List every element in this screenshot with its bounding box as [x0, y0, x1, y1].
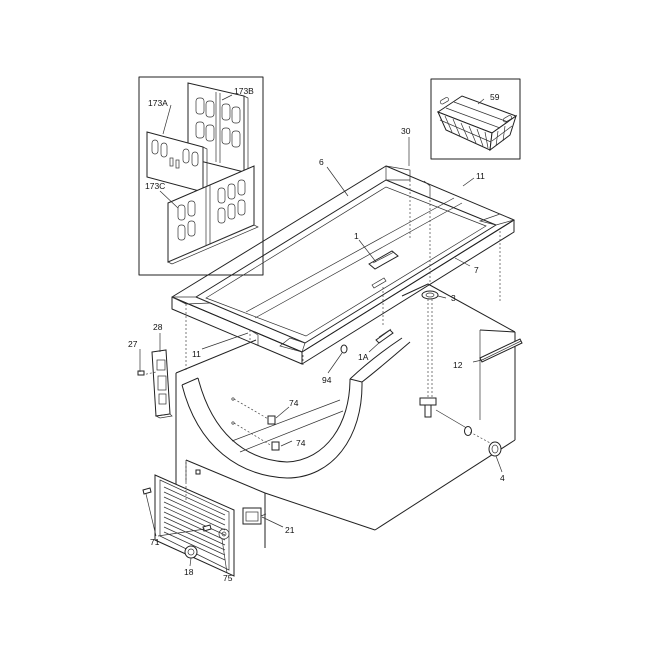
divider-panel-173c — [167, 165, 259, 265]
divider-inset — [138, 76, 264, 276]
label-3: 3 — [451, 293, 456, 303]
cabinet — [137, 180, 523, 577]
label-1a: 1A — [358, 352, 369, 362]
label-18: 18 — [184, 567, 194, 577]
strip-12 — [479, 338, 523, 363]
label-173a: 173A — [148, 98, 168, 108]
label-71: 71 — [150, 537, 160, 547]
label-6: 6 — [319, 157, 324, 167]
label-27: 27 — [128, 339, 138, 349]
label-74-lower: 74 — [296, 438, 306, 448]
hinge-28 — [137, 349, 173, 419]
label-173c: 173C — [145, 181, 165, 191]
clip-1a — [375, 328, 394, 344]
label-4: 4 — [500, 473, 505, 483]
clips-74 — [231, 397, 280, 451]
label-12: 12 — [453, 360, 463, 370]
drain-plug-4 — [419, 397, 502, 457]
basket-59 — [436, 95, 518, 152]
label-11-top: 11 — [476, 171, 485, 181]
basket-inset — [430, 78, 521, 160]
divider-panel-173a — [146, 131, 208, 195]
lid-assembly — [171, 165, 516, 365]
part-94 — [340, 344, 348, 354]
label-7: 7 — [474, 265, 479, 275]
drain-3 — [421, 290, 439, 398]
label-28: 28 — [153, 322, 163, 332]
label-59: 59 — [490, 92, 500, 102]
handle-1 — [368, 250, 399, 289]
leader-lines — [139, 137, 503, 574]
part-labels: 173A 173B 173C 59 30 6 11 1 7 3 28 27 11… — [128, 86, 505, 583]
label-173b: 173B — [234, 86, 254, 96]
label-1: 1 — [354, 231, 359, 241]
label-21: 21 — [285, 525, 295, 535]
label-94: 94 — [322, 375, 332, 385]
control-21 — [242, 507, 267, 525]
label-74-upper: 74 — [289, 398, 299, 408]
label-11-bottom: 11 — [192, 349, 201, 359]
grille-71 — [142, 459, 266, 577]
label-75: 75 — [223, 573, 233, 583]
label-30: 30 — [401, 126, 411, 136]
